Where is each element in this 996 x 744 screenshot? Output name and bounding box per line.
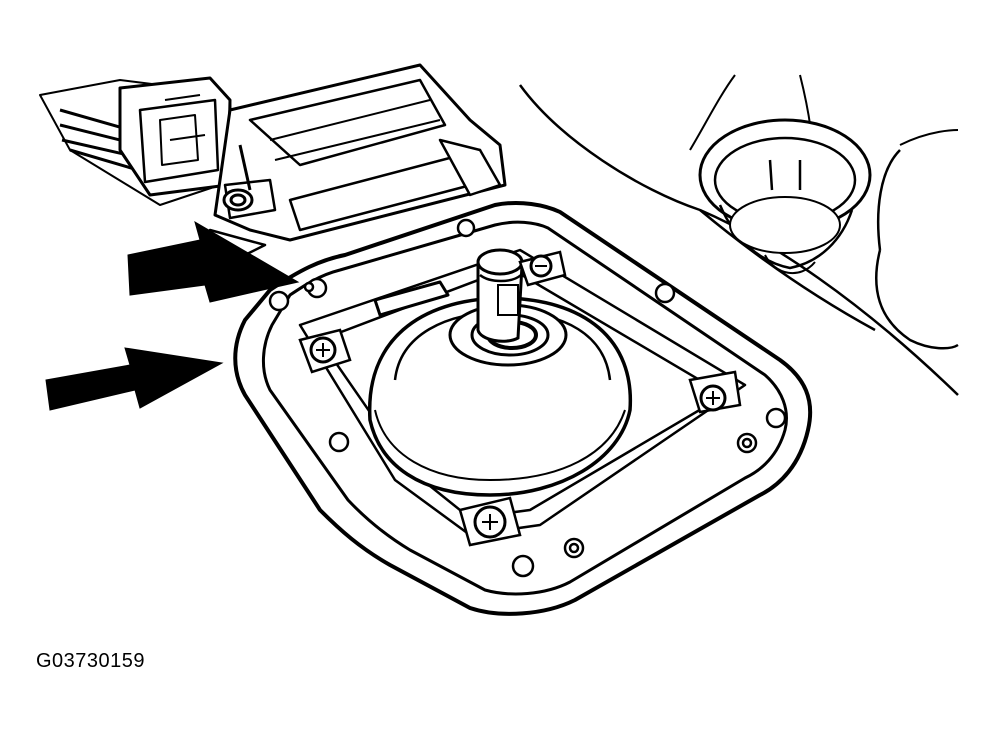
retaining-bolts [298,250,742,547]
shift-lever-stub [476,248,524,343]
console-trim [518,74,959,396]
callout-arrow-upper [127,220,300,303]
flange-holes [268,218,787,578]
callout-arrow-lower [45,347,224,411]
cup-holder [698,118,872,275]
figure-id-label: G03730159 [36,650,146,672]
wiring-module [39,63,507,257]
